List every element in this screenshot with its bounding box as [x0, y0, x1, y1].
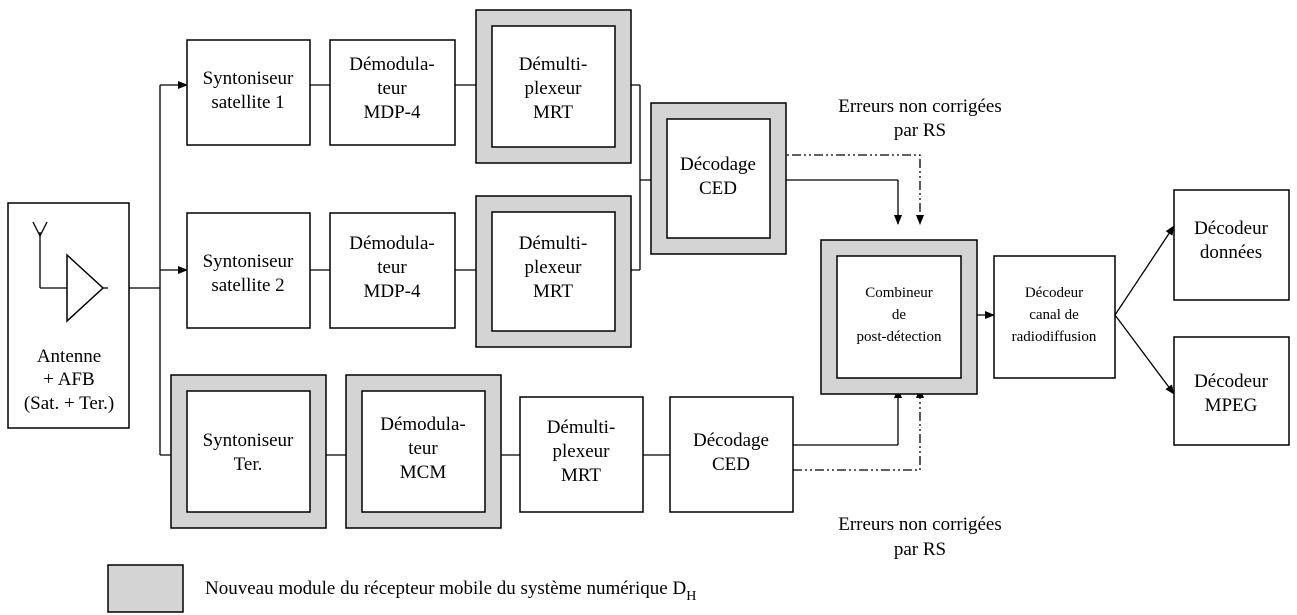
demultiplexer-terrestrial: Démulti- plexeur MRT — [519, 396, 644, 513]
mpeg-decoder: Décodeur MPEG — [1173, 336, 1290, 446]
broadcast-channel-decoder: Décodeur canal de radiodiffusion — [993, 255, 1116, 379]
demodulator-satellite-1: Démodula- teur MDP-4 — [329, 39, 456, 146]
tuner-sat2-line1: Syntoniseur — [203, 251, 294, 272]
tuner-sat1-line2: satellite 1 — [211, 92, 284, 113]
demux-sat1-line3: MRT — [533, 102, 573, 123]
fec-ter-line1: Décodage — [693, 430, 769, 451]
tuner-terrestrial: Syntoniseur Ter. — [170, 374, 327, 529]
demod-ter-line2: teur — [408, 438, 438, 459]
demod-ter-line3: MCM — [400, 462, 447, 483]
mpeg-decoder-line1: Décodeur — [1194, 371, 1269, 392]
demultiplexer-satellite-1: Démulti- plexeur MRT — [475, 9, 632, 164]
demux-sat2-line3: MRT — [533, 281, 573, 302]
tuner-ter-line1: Syntoniseur — [203, 430, 294, 451]
tuner-sat1-line1: Syntoniseur — [203, 68, 294, 89]
demod-sat2-line2: teur — [377, 257, 407, 278]
tuner-sat2-line2: satellite 2 — [211, 275, 284, 296]
data-decoder: Décodeur données — [1173, 189, 1290, 301]
channel-decoder-line1: Décodeur — [1025, 285, 1083, 301]
tuner-ter-line2: Ter. — [234, 454, 263, 475]
antenna-icon — [32, 221, 67, 289]
fec-sat-line2: CED — [699, 178, 737, 199]
data-decoder-line2: données — [1200, 242, 1262, 263]
combiner-line1: Combineur — [865, 285, 933, 301]
post-detection-combiner: Combineur de post-détection — [820, 239, 978, 395]
demux-sat2-line1: Démulti- — [519, 233, 588, 254]
amplifier-icon — [66, 253, 108, 323]
demod-ter-line1: Démodula- — [380, 414, 465, 435]
errors-top-line1: Erreurs non corrigées — [838, 96, 1002, 117]
channel-decoder-line3: radiodiffusion — [1012, 329, 1097, 345]
fec-sat-line1: Décodage — [680, 154, 756, 175]
errors-bottom-line1: Erreurs non corrigées — [838, 514, 1002, 535]
mpeg-decoder-line2: MPEG — [1205, 395, 1258, 416]
legend: Nouveau module du récepteur mobile du sy… — [107, 564, 696, 613]
fec-ter-line2: CED — [712, 454, 750, 475]
channel-decoder-line2: canal de — [1029, 307, 1079, 323]
antenna-block: Antenne + AFB (Sat. + Ter.) — [7, 202, 130, 429]
antenna-label-3: (Sat. + Ter.) — [24, 393, 114, 414]
demodulator-terrestrial: Démodula- teur MCM — [345, 374, 502, 529]
legend-subscript: H — [686, 589, 696, 604]
demod-sat2-line1: Démodula- — [349, 233, 434, 254]
data-decoder-line1: Décodeur — [1194, 218, 1269, 239]
demux-sat1-line2: plexeur — [525, 78, 583, 99]
demux-ter-line3: MRT — [561, 465, 601, 486]
legend-swatch — [107, 564, 184, 613]
antenna-label-2: + AFB — [43, 369, 94, 390]
demux-sat1-line1: Démulti- — [519, 54, 588, 75]
uncorrected-errors-label-bottom: Erreurs non corrigées par RS — [838, 514, 1002, 560]
errors-top-line2: par RS — [894, 120, 946, 141]
demod-sat1-line3: MDP-4 — [363, 102, 421, 123]
demod-sat1-line2: teur — [377, 78, 407, 99]
uncorrected-errors-label-top: Erreurs non corrigées par RS — [838, 96, 1002, 141]
antenna-label-1: Antenne — [37, 346, 101, 367]
legend-main-text: Nouveau module du récepteur mobile du sy… — [205, 578, 686, 599]
demod-sat1-line1: Démodula- — [349, 54, 434, 75]
fec-decoder-terrestrial: Décodage CED — [669, 396, 794, 513]
tuner-satellite-2: Syntoniseur satellite 2 — [186, 212, 311, 329]
demux-sat2-line2: plexeur — [525, 257, 583, 278]
fec-decoder-satellite: Décodage CED — [650, 102, 787, 255]
demux-ter-line1: Démulti- — [547, 417, 616, 438]
combiner-line2: de — [892, 307, 907, 323]
legend-text: Nouveau module du récepteur mobile du sy… — [205, 578, 696, 604]
demultiplexer-satellite-2: Démulti- plexeur MRT — [475, 195, 632, 348]
demod-sat2-line3: MDP-4 — [363, 281, 421, 302]
tuner-satellite-1: Syntoniseur satellite 1 — [186, 39, 311, 146]
demodulator-satellite-2: Démodula- teur MDP-4 — [329, 212, 456, 329]
errors-bottom-line2: par RS — [894, 539, 946, 560]
demux-ter-line2: plexeur — [553, 441, 611, 462]
combiner-line3: post-détection — [857, 329, 942, 345]
